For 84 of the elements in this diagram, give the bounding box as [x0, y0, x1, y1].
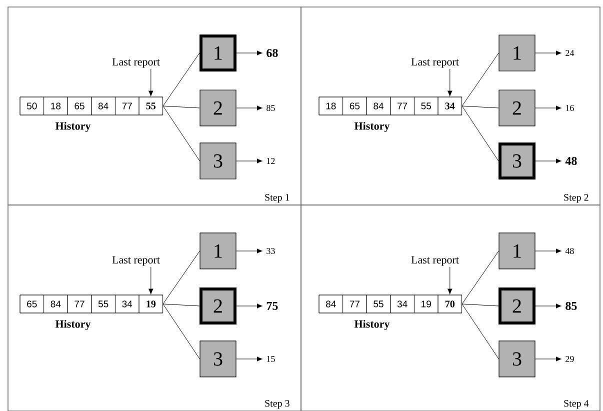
strip-caption: History: [354, 320, 390, 330]
pointer-label: Last report: [411, 58, 459, 68]
connector-line: [162, 250, 200, 304]
option-box: 1: [498, 232, 536, 270]
history-cell: 84: [91, 96, 116, 116]
output-arrow: [236, 303, 263, 308]
history-cell: 55: [91, 294, 116, 314]
history-cell: 18: [44, 96, 68, 116]
history-cell: 65: [20, 294, 44, 314]
option-box: 1: [200, 34, 236, 72]
pointer-label: Last report: [411, 256, 459, 266]
pointer-arrow: [148, 68, 154, 97]
option-box: 3: [498, 340, 536, 378]
history-cell: 50: [20, 96, 44, 116]
output-arrow: [535, 248, 562, 254]
history-cell: 34: [115, 294, 140, 314]
output-arrow: [535, 158, 562, 164]
pointer-arrow: [148, 266, 154, 295]
pointer-label: Last report: [112, 58, 160, 68]
history-cell: 65: [342, 96, 367, 116]
option-box: 1: [498, 34, 536, 72]
output-value: 48: [565, 156, 577, 166]
output-value: 16: [566, 104, 574, 112]
history-cell: 55: [414, 96, 438, 116]
output-value: 29: [566, 356, 574, 362]
history-cell: 34: [390, 294, 414, 314]
option-box: 3: [200, 142, 236, 180]
option-box: 2: [200, 90, 236, 126]
output-arrow: [236, 106, 263, 110]
connector-line: [162, 304, 200, 306]
option-box: 2: [498, 287, 536, 324]
connector-line: [462, 106, 499, 108]
option-box: 3: [200, 340, 236, 378]
history-cell: 77: [115, 96, 140, 116]
option-box: 2: [200, 287, 236, 324]
output-arrow: [236, 50, 263, 56]
output-value: 75: [266, 302, 278, 310]
history-cell: 34: [438, 96, 462, 116]
history-cell: 18: [318, 96, 343, 116]
output-value: 15: [266, 356, 275, 362]
connector-line: [462, 250, 499, 304]
connector-line: [162, 106, 200, 108]
strip-caption: History: [55, 122, 91, 132]
history-cell: 65: [67, 96, 92, 116]
connector-line: [462, 304, 499, 360]
output-arrow: [535, 356, 562, 362]
history-cell: 19: [414, 294, 438, 314]
output-value: 33: [266, 248, 275, 254]
output-arrow: [535, 106, 562, 110]
history-cell: 84: [44, 294, 68, 314]
output-value: 85: [266, 104, 275, 112]
output-value: 12: [266, 158, 275, 164]
history-cell: 19: [138, 294, 163, 314]
connector-line: [162, 52, 200, 106]
output-arrow: [236, 248, 263, 254]
connector-line: [162, 304, 200, 360]
history-cell: 55: [138, 96, 163, 116]
history-cell: 77: [342, 294, 367, 314]
strip-caption: History: [354, 122, 390, 132]
connector-line: [162, 106, 200, 162]
connector-line: [462, 304, 499, 306]
connector-line: [462, 106, 499, 162]
connector-line: [462, 52, 499, 106]
history-cell: 84: [366, 96, 391, 116]
history-cell: 70: [438, 294, 462, 314]
output-arrow: [535, 303, 562, 308]
output-arrow: [236, 158, 263, 164]
history-cell: 77: [67, 294, 92, 314]
pointer-label: Last report: [112, 256, 160, 266]
option-box: 1: [200, 232, 236, 270]
history-cell: 55: [366, 294, 391, 314]
strip-caption: History: [55, 320, 91, 330]
option-box: 3: [498, 142, 536, 180]
pointer-arrow: [447, 68, 452, 97]
option-box: 2: [498, 90, 536, 126]
output-value: 24: [566, 50, 574, 56]
history-cell: 77: [390, 96, 414, 116]
history-cell: 84: [318, 294, 343, 314]
pointer-arrow: [447, 266, 452, 295]
output-value: 48: [565, 248, 574, 254]
output-arrow: [236, 356, 263, 362]
output-value: 85: [566, 302, 577, 310]
output-value: 68: [266, 48, 278, 58]
output-arrow: [535, 50, 562, 56]
